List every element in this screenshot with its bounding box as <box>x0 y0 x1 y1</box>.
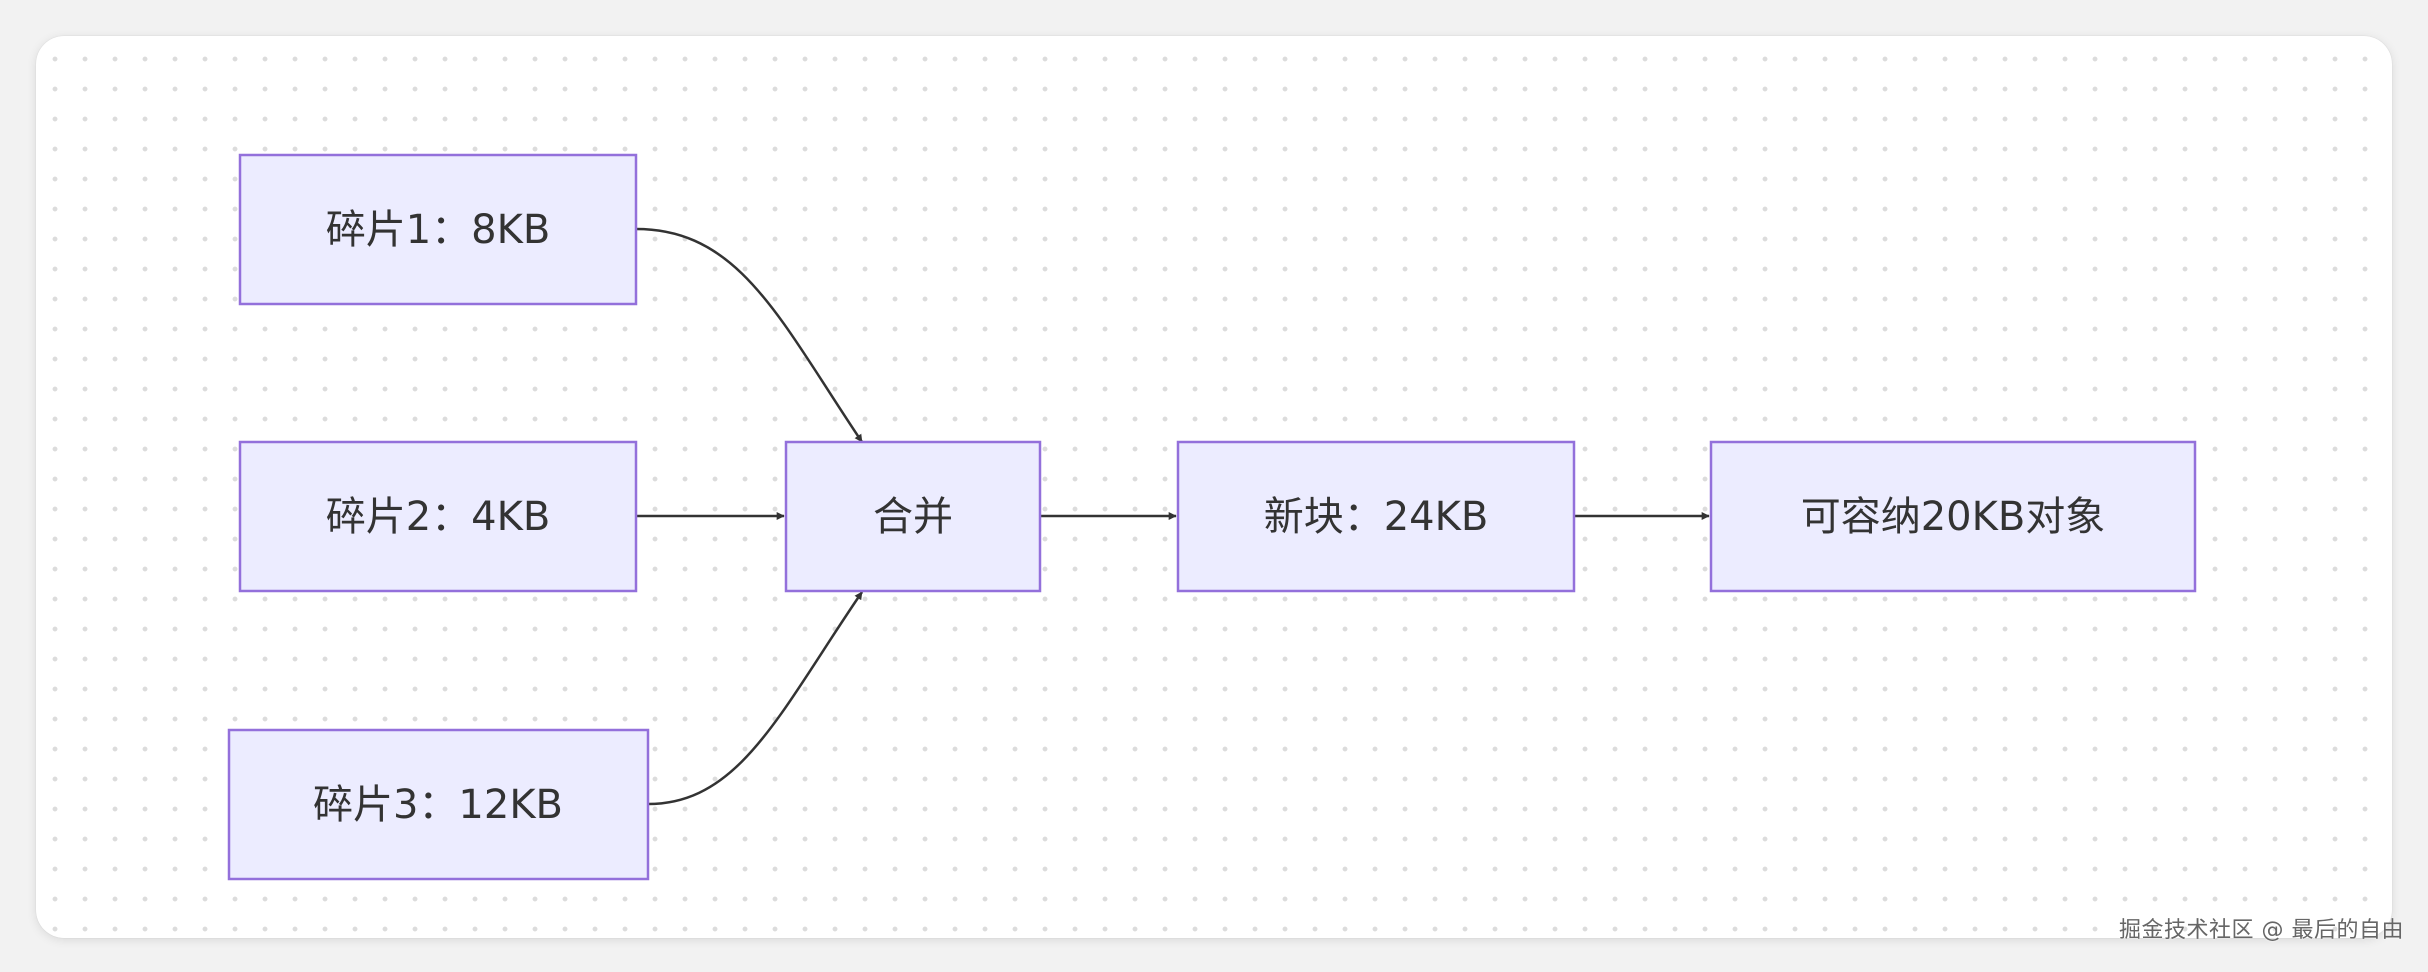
node-result: 可容纳20KB对象 <box>1709 440 2197 593</box>
watermark: 掘金技术社区 @ 最后的自由 <box>2119 918 2404 943</box>
node-fragment-2-label: 碎片2：4KB <box>326 494 551 540</box>
edge-frag3-to-merge <box>647 591 864 806</box>
node-fragment-1-label: 碎片1：8KB <box>326 207 551 253</box>
node-new-block: 新块：24KB <box>1176 440 1576 593</box>
node-fragment-2: 碎片2：4KB <box>238 440 638 593</box>
node-fragment-3-label: 碎片3：12KB <box>313 782 563 828</box>
node-new-block-label: 新块：24KB <box>1264 494 1489 540</box>
node-merge: 合并 <box>784 440 1042 593</box>
node-fragment-1: 碎片1：8KB <box>238 153 638 306</box>
node-merge-label: 合并 <box>873 494 953 540</box>
node-fragment-3: 碎片3：12KB <box>227 728 650 881</box>
edge-frag1-to-merge <box>635 227 864 443</box>
node-result-label: 可容纳20KB对象 <box>1801 494 2106 540</box>
